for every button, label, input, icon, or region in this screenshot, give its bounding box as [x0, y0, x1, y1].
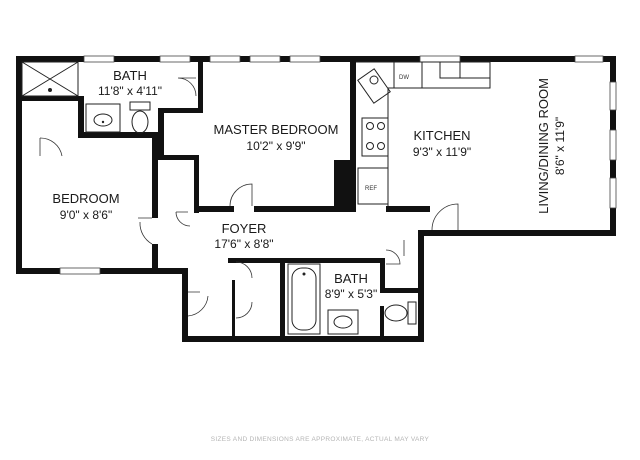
stove-icon [361, 117, 389, 157]
master-bedroom-dims: 10'2" x 9'9" [246, 139, 305, 153]
bath-top-name: BATH [113, 68, 147, 83]
kitchen-sink-icon [357, 68, 391, 104]
shower-icon [21, 61, 79, 97]
master-bedroom-name: MASTER BEDROOM [214, 122, 339, 137]
living-dining-name: LIVING/DINING ROOM [536, 78, 551, 214]
refrigerator-icon [357, 167, 389, 205]
sink-icon [327, 309, 359, 335]
fixtures [21, 61, 491, 335]
kitchen-name: KITCHEN [413, 128, 470, 143]
disclaimer-text: SIZES AND DIMENSIONS ARE APPROXIMATE, AC… [211, 436, 430, 443]
sink-icon [85, 103, 121, 133]
bath-bottom-name: BATH [334, 271, 368, 286]
dishwasher-label: DW [399, 75, 409, 81]
doors [39, 77, 459, 319]
living-dining-dims: 8'6" x 11'9" [553, 117, 567, 175]
bath-top-dims: 11'8" x 4'11" [98, 84, 162, 98]
bathtub-icon [287, 263, 321, 335]
toilet-icon [129, 101, 151, 134]
bedroom-name: BEDROOM [52, 191, 119, 206]
toilet-icon [384, 301, 417, 325]
room-labels: BATH 11'8" x 4'11" MASTER BEDROOM 10'2" … [52, 68, 567, 301]
interior-walls [16, 62, 430, 342]
bedroom-dims: 9'0" x 8'6" [60, 208, 112, 222]
foyer-dims: 17'6" x 8'8" [214, 237, 273, 251]
bath-bottom-dims: 8'9" x 5'3" [325, 287, 377, 301]
foyer-name: FOYER [222, 221, 267, 236]
refrigerator-label: REF [365, 186, 377, 192]
kitchen-dims: 9'3" x 11'9" [413, 145, 471, 159]
